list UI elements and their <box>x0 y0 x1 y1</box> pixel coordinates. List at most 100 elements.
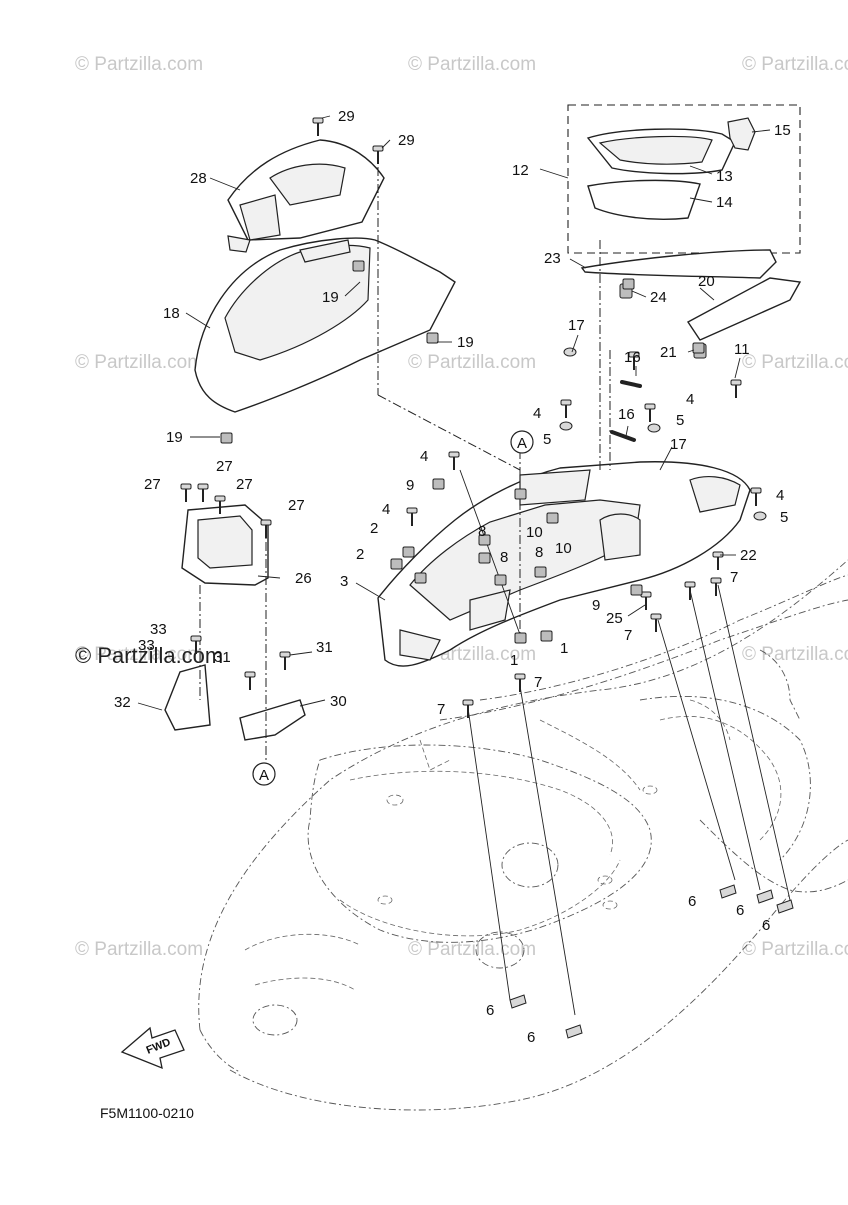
callout-6[interactable]: 6 <box>688 893 696 910</box>
callout-10[interactable]: 10 <box>526 524 543 541</box>
callout-4[interactable]: 4 <box>686 391 694 408</box>
callout-25[interactable]: 25 <box>606 610 623 627</box>
callout-18[interactable]: 18 <box>163 305 180 322</box>
bolt <box>180 483 192 502</box>
callout-4[interactable]: 4 <box>533 405 541 422</box>
ref-label-bottom: A <box>259 767 269 784</box>
nut <box>414 572 427 584</box>
watermark: © Partzilla.com <box>408 939 536 960</box>
callout-6[interactable]: 6 <box>486 1002 494 1019</box>
callout-6[interactable]: 6 <box>527 1029 535 1046</box>
callout-33[interactable]: 33 <box>150 621 167 638</box>
callout-1[interactable]: 1 <box>560 640 568 657</box>
callout-1[interactable]: 1 <box>510 652 518 669</box>
callout-27[interactable]: 27 <box>288 497 305 514</box>
callout-8[interactable]: 8 <box>535 544 543 561</box>
part-30-bracket[interactable] <box>239 699 306 741</box>
callout-4[interactable]: 4 <box>420 448 428 465</box>
assembly-lines <box>199 150 611 760</box>
callout-16[interactable]: 16 <box>624 349 641 366</box>
part-13-lid[interactable] <box>586 128 736 175</box>
callout-14[interactable]: 14 <box>716 194 733 211</box>
part-14-mat[interactable] <box>587 179 701 220</box>
callout-27[interactable]: 27 <box>144 476 161 493</box>
callout-9[interactable]: 9 <box>592 597 600 614</box>
callout-28[interactable]: 28 <box>190 170 207 187</box>
callout-26[interactable]: 26 <box>295 570 312 587</box>
bolt <box>750 487 762 506</box>
callout-19[interactable]: 19 <box>322 289 339 306</box>
part-3-frame[interactable] <box>377 461 751 667</box>
bolt <box>650 613 662 632</box>
part-28-cover[interactable] <box>227 139 385 253</box>
bolt <box>279 651 291 670</box>
part-23-rail[interactable] <box>580 249 777 279</box>
callout-6[interactable]: 6 <box>762 917 770 934</box>
callout-3[interactable]: 3 <box>340 573 348 590</box>
nut <box>534 566 547 578</box>
callout-32[interactable]: 32 <box>114 694 131 711</box>
callout-29[interactable]: 29 <box>398 132 415 149</box>
callout-12[interactable]: 12 <box>512 162 529 179</box>
callout-4[interactable]: 4 <box>382 501 390 518</box>
callout-24[interactable]: 24 <box>650 289 667 306</box>
callout-5[interactable]: 5 <box>780 509 788 526</box>
callout-13[interactable]: 13 <box>716 168 733 185</box>
callout-8[interactable]: 8 <box>478 523 486 540</box>
callout-7[interactable]: 7 <box>437 701 445 718</box>
callout-2[interactable]: 2 <box>356 546 364 563</box>
pin <box>610 430 636 442</box>
callout-10[interactable]: 10 <box>555 540 572 557</box>
plate <box>776 899 794 914</box>
callout-31[interactable]: 31 <box>316 639 333 656</box>
watermark: © Partzilla.com <box>742 939 848 960</box>
callout-33[interactable]: 33 <box>138 637 155 654</box>
callout-5[interactable]: 5 <box>543 431 551 448</box>
callout-29[interactable]: 29 <box>338 108 355 125</box>
callout-11[interactable]: 11 <box>734 341 750 358</box>
callout-17[interactable]: 17 <box>568 317 585 334</box>
callout-19[interactable]: 19 <box>457 334 474 351</box>
part-20-panel[interactable] <box>686 277 802 341</box>
callout-7[interactable]: 7 <box>624 627 632 644</box>
watermark: © Partzilla.com <box>75 939 203 960</box>
callout-17[interactable]: 17 <box>670 436 687 453</box>
part-26-bracket[interactable] <box>181 504 269 586</box>
callout-7[interactable]: 7 <box>730 569 738 586</box>
callout-23[interactable]: 23 <box>544 250 561 267</box>
part-15-latch[interactable] <box>727 117 756 151</box>
nut <box>692 342 705 354</box>
callout-27[interactable]: 27 <box>236 476 253 493</box>
watermark: © Partzilla.com <box>75 644 203 665</box>
callout-16[interactable]: 16 <box>618 406 635 423</box>
nut <box>478 552 491 564</box>
watermark-main: © Partzilla.com <box>75 643 223 668</box>
callout-19[interactable]: 19 <box>166 429 183 446</box>
callout-20[interactable]: 20 <box>698 273 715 290</box>
callout-15[interactable]: 15 <box>774 122 791 139</box>
nut <box>352 260 365 272</box>
callout-5[interactable]: 5 <box>676 412 684 429</box>
callout-9[interactable]: 9 <box>406 477 414 494</box>
callout-4[interactable]: 4 <box>776 487 784 504</box>
callout-27[interactable]: 27 <box>216 458 233 475</box>
callout-22[interactable]: 22 <box>740 547 757 564</box>
part-32-bracket[interactable] <box>164 664 211 731</box>
callout-6[interactable]: 6 <box>736 902 744 919</box>
callout-30[interactable]: 30 <box>330 693 347 710</box>
bolt <box>372 145 384 164</box>
nut <box>514 488 527 500</box>
nut <box>494 574 507 586</box>
callout-31[interactable]: 31 <box>214 649 231 666</box>
assembly-12-box <box>567 104 801 254</box>
nut <box>402 546 415 558</box>
part-18-hood[interactable] <box>194 237 456 413</box>
callout-8[interactable]: 8 <box>500 549 508 566</box>
bolt <box>190 635 202 654</box>
fwd-arrow: FWD <box>120 1026 185 1070</box>
callout-7[interactable]: 7 <box>534 674 542 691</box>
callout-21[interactable]: 21 <box>660 344 677 361</box>
callout-2[interactable]: 2 <box>370 520 378 537</box>
bolt <box>684 581 696 600</box>
